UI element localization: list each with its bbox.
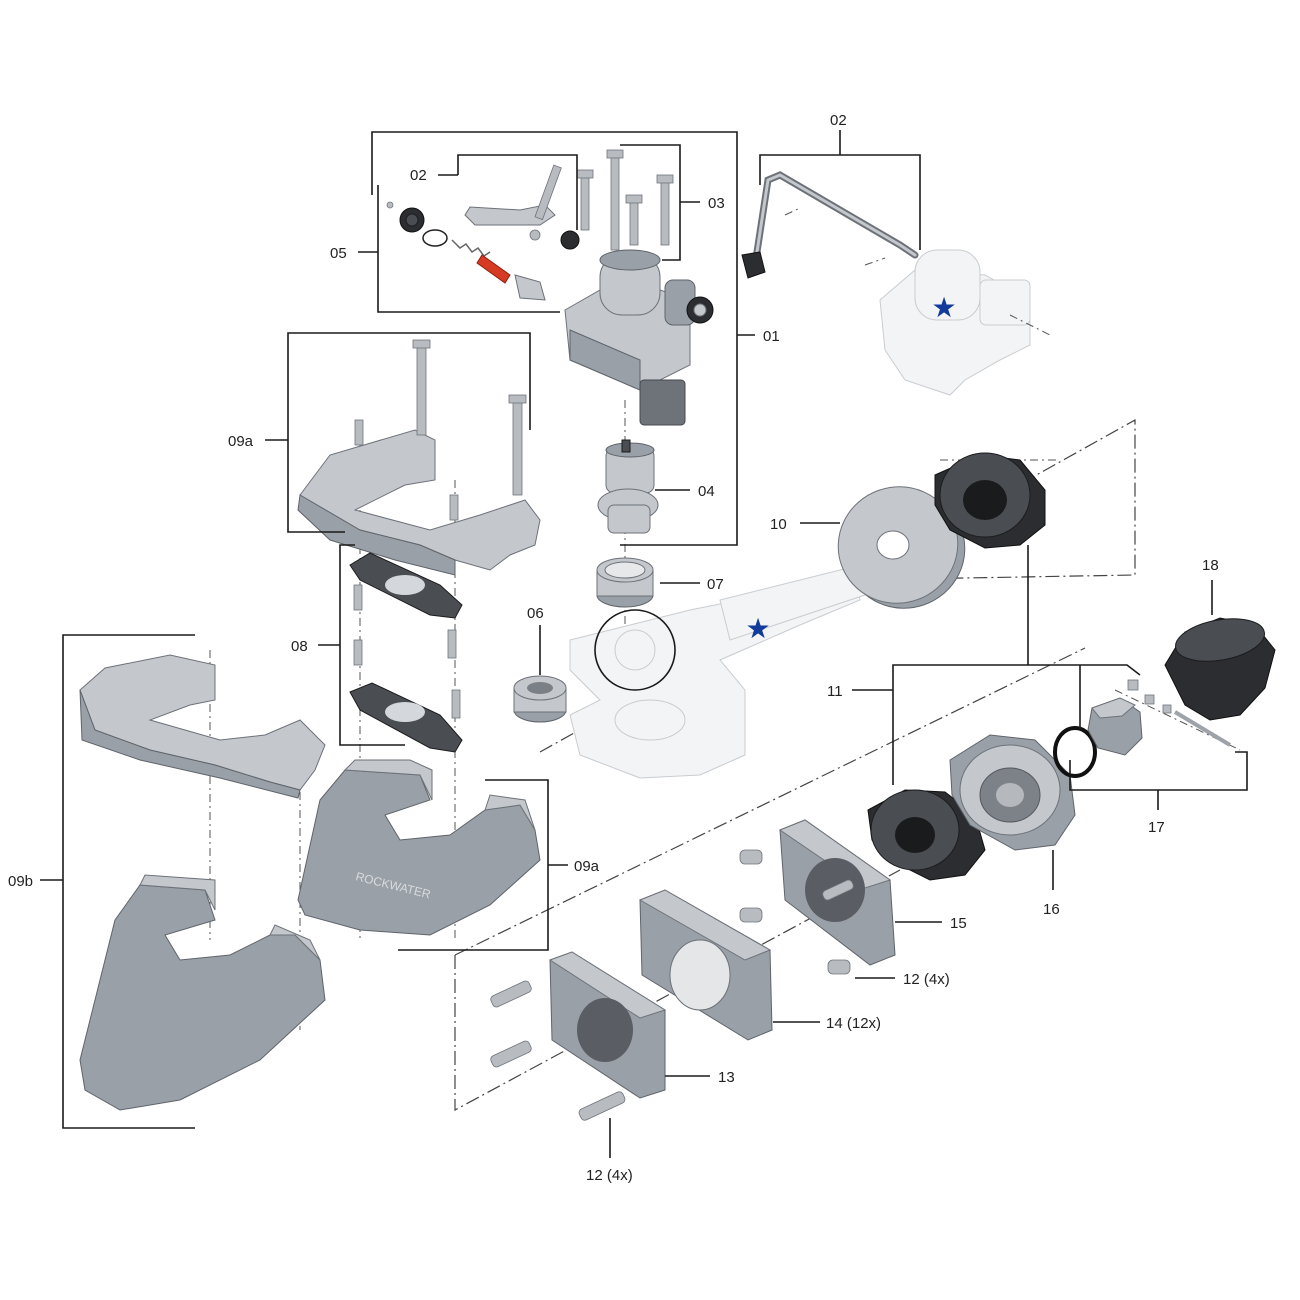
- label-08: 08: [291, 638, 308, 655]
- part-15-plate: [778, 819, 896, 966]
- label-11: 11: [827, 683, 843, 700]
- part-16-housing-cup: [949, 734, 1076, 851]
- label-17: 17: [1148, 819, 1165, 836]
- part-labels: 01 02 02 03 04 05 06 07 08 09a 09a 09b 1…: [8, 112, 1219, 1184]
- label-12-right: 12 (4x): [903, 971, 950, 988]
- ghost-housing: ★: [569, 564, 866, 779]
- star-marker-2: ★: [931, 291, 956, 324]
- label-14: 14 (12x): [826, 1015, 881, 1032]
- label-07: 07: [707, 576, 724, 593]
- leader-lines: [40, 130, 1248, 1158]
- part-18-rubber-cap: [1164, 617, 1276, 721]
- label-09a-top: 09a: [228, 433, 254, 450]
- label-09a-bottom: 09a: [574, 858, 600, 875]
- part-05-spring-assembly: [386, 201, 546, 301]
- ghost-valve-block: ★: [879, 249, 1051, 396]
- part-09a-lower-bracket: ROCKWATER: [297, 759, 541, 936]
- label-03: 03: [708, 195, 725, 212]
- label-12-bottom: 12 (4x): [586, 1167, 633, 1184]
- part-09a-top-bracket: [297, 339, 541, 576]
- part-02-small-lever: [464, 164, 580, 250]
- label-04: 04: [698, 483, 715, 500]
- part-07-bushing: [596, 557, 654, 608]
- label-01: 01: [763, 328, 780, 345]
- part-14-spacer-plate: [638, 889, 773, 1041]
- label-13: 13: [718, 1069, 735, 1086]
- part-08-links: [349, 552, 463, 753]
- label-02-inner: 02: [410, 167, 427, 184]
- part-12-bolts: [490, 849, 851, 1121]
- part-04-plunger: [597, 439, 659, 534]
- label-15: 15: [950, 915, 967, 932]
- label-16: 16: [1043, 901, 1060, 918]
- star-marker: ★: [745, 612, 770, 645]
- part-17-nut-and-rod: [1053, 679, 1232, 778]
- part-02-lever-rod: [741, 171, 919, 279]
- part-09b-upper: [79, 654, 326, 799]
- label-05: 05: [330, 245, 347, 262]
- part-10-washer: [837, 486, 966, 609]
- part-06-nut: [513, 675, 567, 723]
- label-02-right: 02: [830, 112, 847, 129]
- label-06: 06: [527, 605, 544, 622]
- label-10: 10: [770, 516, 787, 533]
- label-18: 18: [1202, 557, 1219, 574]
- part-03-bolts: [576, 149, 674, 251]
- part-11-rubber-block-bottom: [867, 789, 986, 881]
- label-09b: 09b: [8, 873, 33, 890]
- part-09b-lower: [79, 874, 326, 1111]
- part-01-valve-body: [564, 249, 714, 426]
- part-11-rubber-block-top: [934, 452, 1046, 549]
- part-13-flange-plate: [548, 951, 667, 1099]
